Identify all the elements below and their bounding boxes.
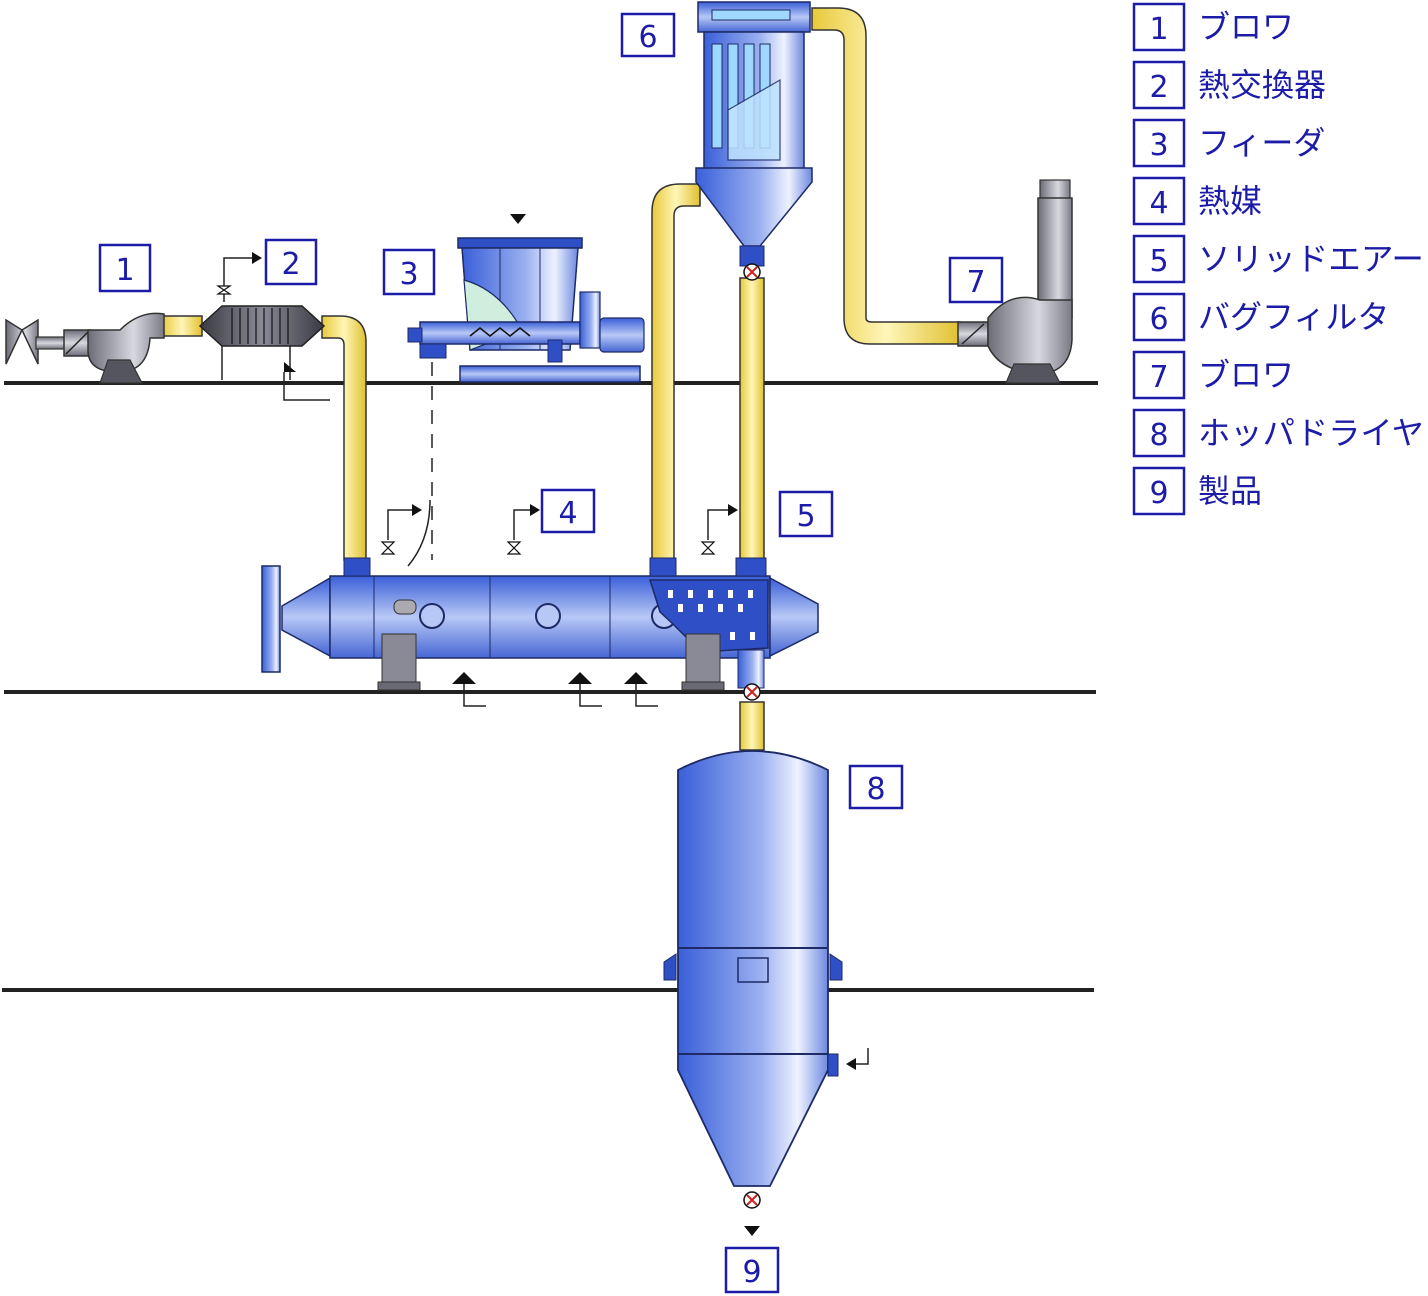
svg-text:9: 9 <box>1149 476 1168 511</box>
svg-text:製品: 製品 <box>1198 472 1262 510</box>
flow-arrow-icon <box>510 214 526 224</box>
yellow-pipes <box>161 7 961 751</box>
svg-text:6: 6 <box>638 20 657 55</box>
svg-text:バグフィルタ: バグフィルタ <box>1198 298 1389 336</box>
flow-arrow-icon <box>412 504 738 684</box>
svg-text:5: 5 <box>1149 244 1168 279</box>
valve-icon <box>743 263 761 281</box>
callout-1: 1 <box>98 243 152 293</box>
svg-text:8: 8 <box>866 772 885 807</box>
callout-6: 6 <box>620 12 676 58</box>
svg-text:熱媒: 熱媒 <box>1198 182 1262 220</box>
svg-text:4: 4 <box>1149 186 1168 221</box>
svg-text:4: 4 <box>558 496 577 531</box>
legend-item-2: 2 熱交換器 <box>1132 60 1326 110</box>
svg-text:1: 1 <box>1149 12 1168 47</box>
heat-exchanger-2 <box>198 252 330 401</box>
legend-item-7: 7 ブロワ <box>1132 350 1294 400</box>
svg-text:7: 7 <box>1149 360 1168 395</box>
valve-icon <box>216 285 232 295</box>
feeder-3 <box>407 214 645 560</box>
svg-text:3: 3 <box>399 257 418 292</box>
svg-text:5: 5 <box>796 499 815 534</box>
callout-5: 5 <box>778 490 834 538</box>
flow-arrow-icon <box>846 1058 856 1070</box>
svg-text:ソリッドエアー: ソリッドエアー <box>1198 240 1424 278</box>
blower-7 <box>957 179 1073 384</box>
svg-text:フィーダ: フィーダ <box>1198 124 1325 162</box>
flow-arrow-icon <box>252 252 262 264</box>
legend: 1 ブロワ 2 熱交換器 3 フィーダ 4 熱媒 5 ソリッドエアー 6 バグフ… <box>1132 2 1424 516</box>
svg-text:2: 2 <box>281 247 300 282</box>
callout-8: 8 <box>848 764 904 810</box>
legend-item-1: 1 ブロワ <box>1132 2 1294 52</box>
hopper-dryer-8 <box>663 750 869 1236</box>
legend-item-4: 4 熱媒 <box>1132 176 1262 226</box>
svg-text:1: 1 <box>115 253 134 288</box>
svg-text:8: 8 <box>1149 418 1168 453</box>
callout-3: 3 <box>382 248 436 296</box>
fan-inlet-icon <box>5 318 39 365</box>
svg-text:2: 2 <box>1149 70 1168 105</box>
flow-arrow-icon <box>744 1226 760 1236</box>
svg-text:7: 7 <box>966 265 985 300</box>
callout-9: 9 <box>724 1246 780 1294</box>
svg-text:ブロワ: ブロワ <box>1198 8 1294 46</box>
valve-icon <box>743 683 761 701</box>
legend-item-3: 3 フィーダ <box>1132 118 1325 168</box>
svg-text:9: 9 <box>742 1255 761 1290</box>
callout-7: 7 <box>948 256 1004 304</box>
blower-1 <box>5 312 165 384</box>
legend-item-9: 9 製品 <box>1132 466 1262 516</box>
callout-2: 2 <box>264 238 318 286</box>
callout-4: 4 <box>540 488 596 534</box>
svg-text:ブロワ: ブロワ <box>1198 356 1294 394</box>
valve-icon <box>380 541 716 555</box>
svg-text:熱交換器: 熱交換器 <box>1198 66 1326 104</box>
dryer-4 <box>261 499 819 707</box>
legend-item-6: 6 バグフィルタ <box>1132 292 1389 342</box>
svg-text:3: 3 <box>1149 128 1168 163</box>
legend-item-5: 5 ソリッドエアー <box>1132 234 1424 284</box>
bag-filter-6 <box>695 1 813 281</box>
valve-icon <box>743 1191 761 1209</box>
svg-text:6: 6 <box>1149 302 1168 337</box>
legend-item-8: 8 ホッパドライヤ <box>1132 408 1424 458</box>
floor-lines <box>2 381 1098 992</box>
svg-text:ホッパドライヤ: ホッパドライヤ <box>1198 414 1424 452</box>
